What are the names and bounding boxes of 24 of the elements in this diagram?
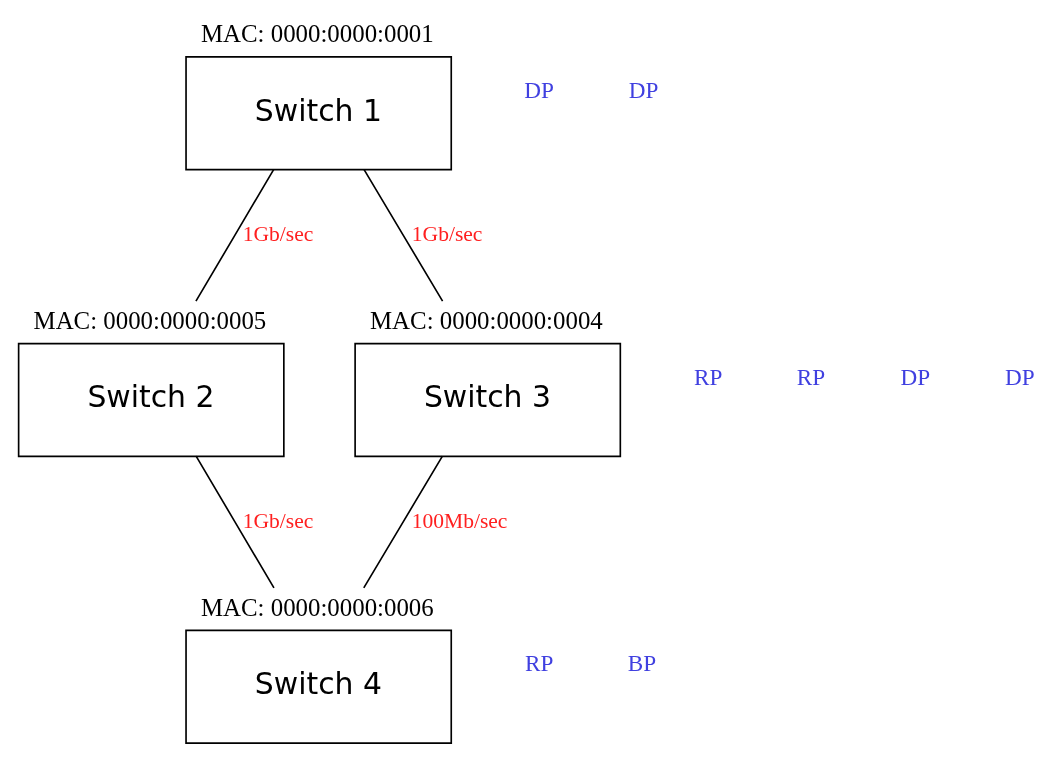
connector xyxy=(362,455,444,589)
label: RP xyxy=(796,363,826,390)
connector xyxy=(363,168,444,302)
label: BP xyxy=(627,650,657,677)
connector xyxy=(195,455,275,589)
node-label: MAC: 0000:0000:0004 xyxy=(370,306,603,334)
node-box: Switch 4 xyxy=(185,629,453,744)
label: DP xyxy=(1004,363,1035,390)
label: DP xyxy=(524,76,554,103)
node-label: MAC: 0000:0000:0005 xyxy=(33,306,267,334)
edge-label: 100Mb/sec xyxy=(411,508,508,533)
connector xyxy=(195,168,275,302)
node-box: Switch 2 xyxy=(17,342,285,458)
edge-label: 1Gb/sec xyxy=(411,221,483,246)
node-box: Switch 1 xyxy=(185,56,453,171)
label: DP xyxy=(628,76,659,103)
edge-label: 1Gb/sec xyxy=(242,221,314,246)
label: DP xyxy=(900,363,931,390)
node-box: Switch 3 xyxy=(354,342,622,458)
label: RP xyxy=(524,650,554,677)
label: RP xyxy=(693,363,723,390)
node-label: MAC: 0000:0000:0006 xyxy=(200,593,434,621)
node-label: MAC: 0000:0000:0001 xyxy=(200,20,434,48)
edge-label: 1Gb/sec xyxy=(242,508,314,533)
